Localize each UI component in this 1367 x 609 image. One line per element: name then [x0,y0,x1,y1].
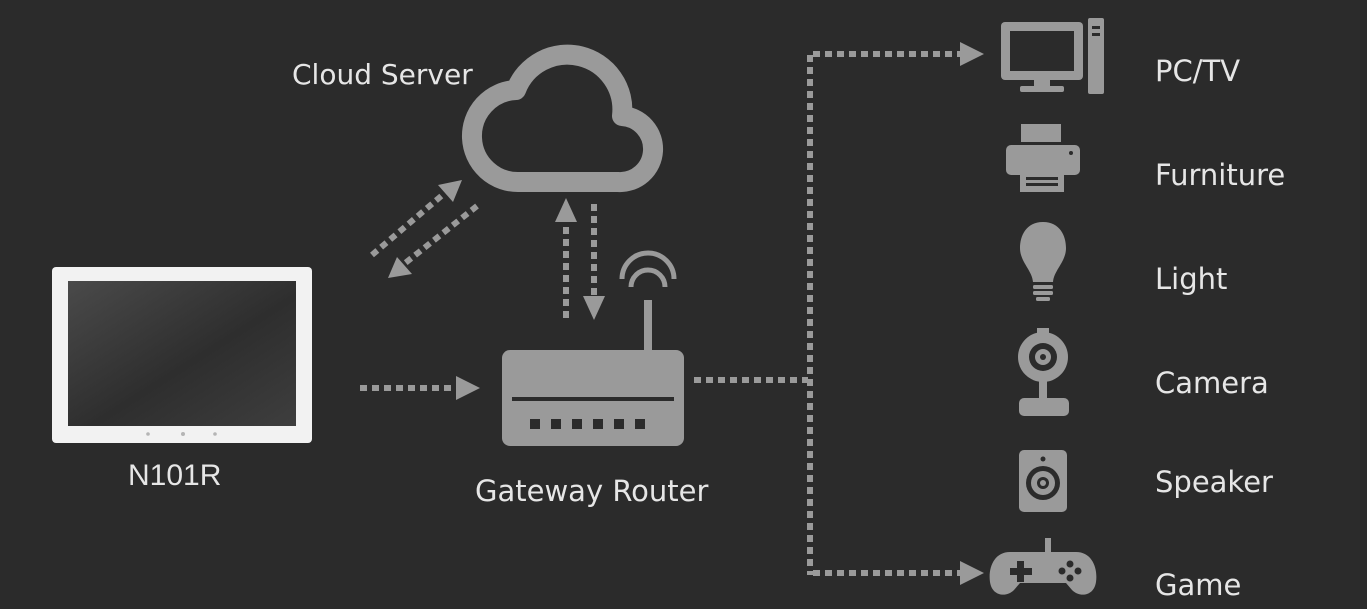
monitor-icon [1001,18,1104,94]
cloud-icon [462,44,663,193]
router-icon [502,250,684,446]
gateway-router-label: Gateway Router [475,474,709,508]
light-bulb-icon [1020,222,1066,301]
device-label: N101R [128,459,222,492]
camera-label: Camera [1155,366,1269,400]
speaker-icon [1019,450,1067,512]
connection-lines [360,51,960,576]
furniture-label: Furniture [1155,158,1286,192]
cloud-server-label: Cloud Server [292,58,473,91]
speaker-label: Speaker [1155,465,1273,499]
pc-tv-label: PC/TV [1155,54,1241,88]
printer-icon [1006,124,1080,192]
arrowheads [388,42,984,585]
tablet-device-icon [52,267,312,443]
light-label: Light [1155,262,1228,296]
webcam-icon [1018,328,1069,416]
game-label: Game [1155,568,1242,602]
gamepad-icon [989,538,1097,595]
